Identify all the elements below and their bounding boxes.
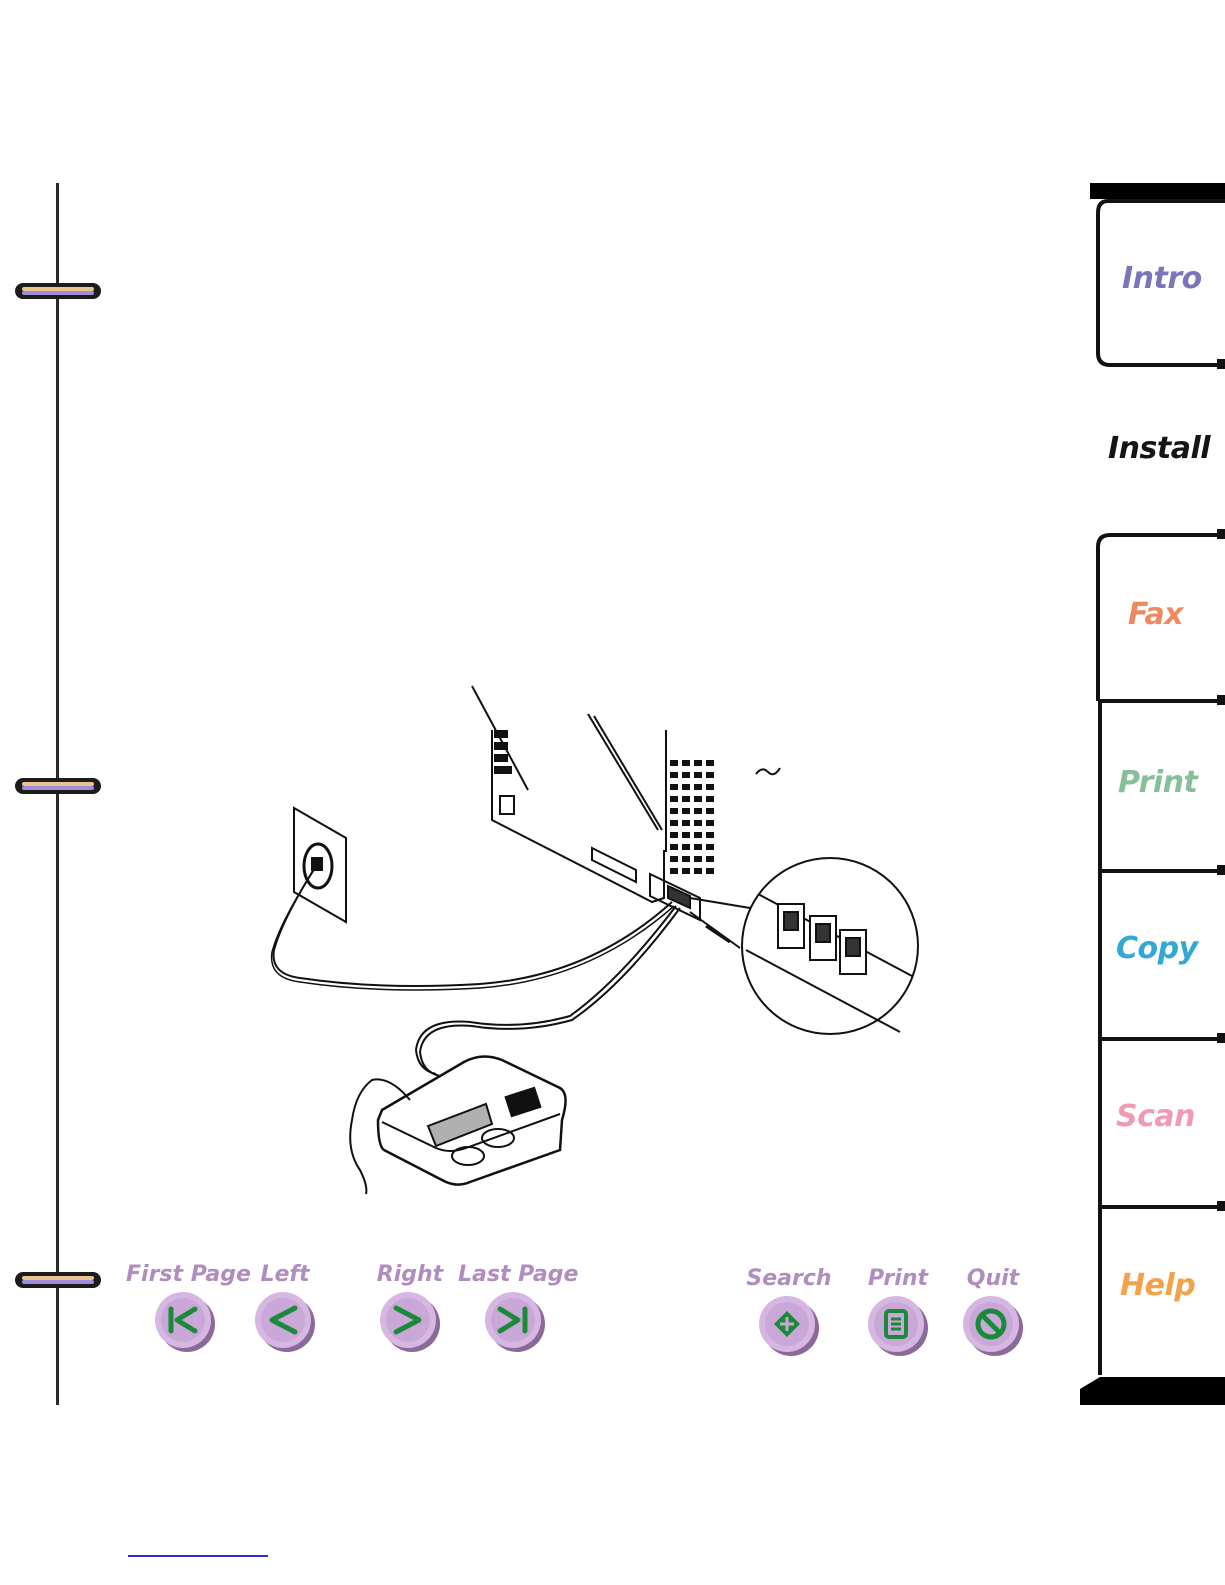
tab-intro[interactable]: Intro <box>1122 261 1202 296</box>
last-page-label: Last Page <box>458 1262 572 1287</box>
tab-install[interactable]: Install <box>1108 431 1210 466</box>
previous-page-icon <box>254 1291 316 1353</box>
binder-ring <box>14 282 102 300</box>
left-label: Left <box>250 1262 320 1287</box>
tab-copy[interactable]: Copy <box>1116 931 1198 966</box>
quit-icon <box>962 1295 1024 1357</box>
quit-button[interactable]: Quit <box>958 1266 1028 1357</box>
binder-ring <box>14 1271 102 1289</box>
tab-print[interactable]: Print <box>1118 765 1197 800</box>
search-button[interactable]: Search <box>746 1266 832 1357</box>
print-icon <box>867 1295 929 1357</box>
print-label: Print <box>862 1266 934 1291</box>
print-button[interactable]: Print <box>862 1266 934 1357</box>
tab-fax[interactable]: Fax <box>1128 597 1183 632</box>
quit-label: Quit <box>958 1266 1028 1291</box>
tab-help[interactable]: Help <box>1120 1268 1195 1303</box>
first-page-label: First Page <box>126 1262 244 1287</box>
last-page-button[interactable]: Last Page <box>458 1262 572 1353</box>
search-icon <box>758 1295 820 1357</box>
tab-scan[interactable]: Scan <box>1116 1099 1195 1134</box>
first-page-icon <box>154 1291 216 1353</box>
footer-link-underline[interactable] <box>128 1555 268 1557</box>
next-page-icon <box>379 1291 441 1353</box>
binder-ring <box>14 777 102 795</box>
left-button[interactable]: Left <box>250 1262 320 1353</box>
right-label: Right <box>372 1262 448 1287</box>
last-page-icon <box>484 1291 546 1353</box>
right-button[interactable]: Right <box>372 1262 448 1353</box>
phone-line-connection-illustration <box>260 680 930 1220</box>
search-label: Search <box>746 1266 832 1291</box>
section-tabs: Intro Install Fax Print Copy Scan Help <box>1080 183 1225 1405</box>
first-page-button[interactable]: First Page <box>126 1262 244 1353</box>
